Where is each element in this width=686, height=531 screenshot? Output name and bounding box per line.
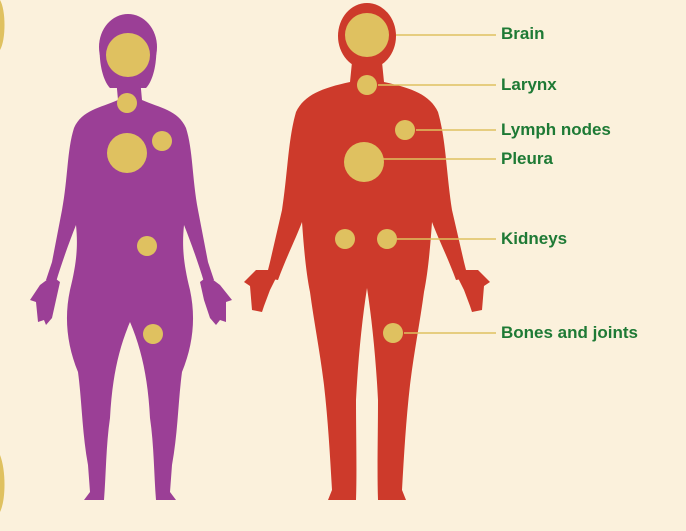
female-kidney-spot	[137, 236, 157, 256]
male-larynx-spot	[357, 75, 377, 95]
female-left-hand	[30, 276, 60, 325]
female-pleura-spot	[107, 133, 147, 173]
female-larynx-spot	[117, 93, 137, 113]
male-pleura-spot	[344, 142, 384, 182]
male-lymph-spot	[395, 120, 415, 140]
label-larynx: Larynx	[501, 75, 557, 95]
left-edge-arc-top	[0, 0, 5, 50]
male-bone-spot	[383, 323, 403, 343]
female-bone-spot	[143, 324, 163, 344]
label-lymph-nodes: Lymph nodes	[501, 120, 611, 140]
label-bones-joints: Bones and joints	[501, 323, 638, 343]
male-left-hand	[244, 270, 276, 312]
male-torso-legs	[266, 62, 468, 500]
label-pleura: Pleura	[501, 149, 553, 169]
female-brain-spot	[106, 33, 150, 77]
male-kidney-left-spot	[335, 229, 355, 249]
female-right-hand	[200, 276, 232, 325]
label-brain: Brain	[501, 24, 544, 44]
label-kidneys: Kidneys	[501, 229, 567, 249]
female-lymph-spot	[152, 131, 172, 151]
male-brain-spot	[345, 13, 389, 57]
male-kidney-right-spot	[377, 229, 397, 249]
male-right-hand	[458, 270, 490, 312]
female-silhouette	[30, 14, 232, 500]
left-edge-arc-bottom	[0, 455, 5, 512]
